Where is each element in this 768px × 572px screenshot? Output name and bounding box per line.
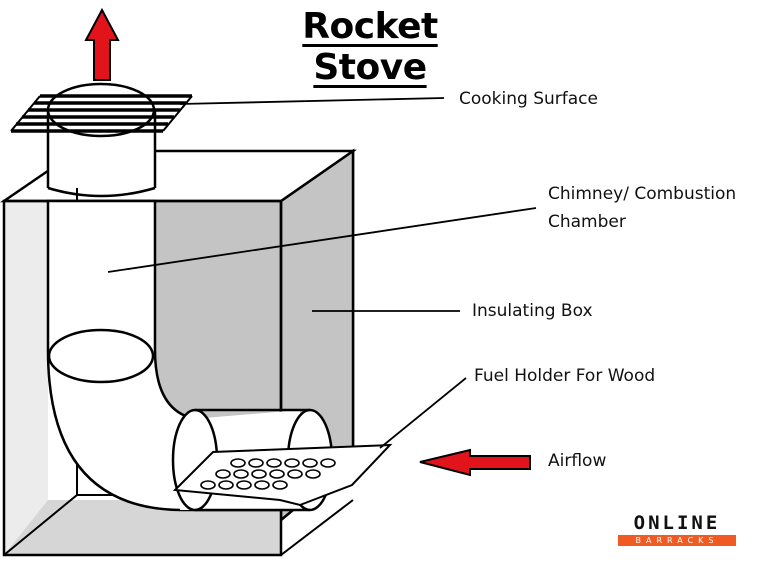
page-title: Rocket Stove <box>302 6 438 88</box>
cooking-surface-label: Cooking Surface <box>459 89 598 109</box>
logo-top-text: ONLINE <box>633 512 721 534</box>
chimney-leader <box>107 207 537 273</box>
chimney-label-line1: Chimney/ Combustion <box>548 184 737 204</box>
cooking-grate <box>10 94 193 133</box>
fuel-holder-leader <box>379 377 467 449</box>
insulating-box-label: Insulating Box <box>472 301 593 321</box>
online-barracks-logo: ONLINE BARRACKS <box>618 512 736 546</box>
leader-lines <box>107 97 537 449</box>
top-cylinder <box>46 82 157 198</box>
fuel-holder-tray <box>172 443 393 507</box>
cooking-surface-leader <box>179 97 445 105</box>
airflow-arrow-icon <box>419 448 531 477</box>
logo-bottom-text: BARRACKS <box>618 535 736 546</box>
up-arrow-icon <box>84 7 120 81</box>
airflow-label: Airflow <box>548 451 607 471</box>
chimney-label-line2: Chamber <box>548 212 626 232</box>
fuel-holder-label: Fuel Holder For Wood <box>474 366 656 386</box>
